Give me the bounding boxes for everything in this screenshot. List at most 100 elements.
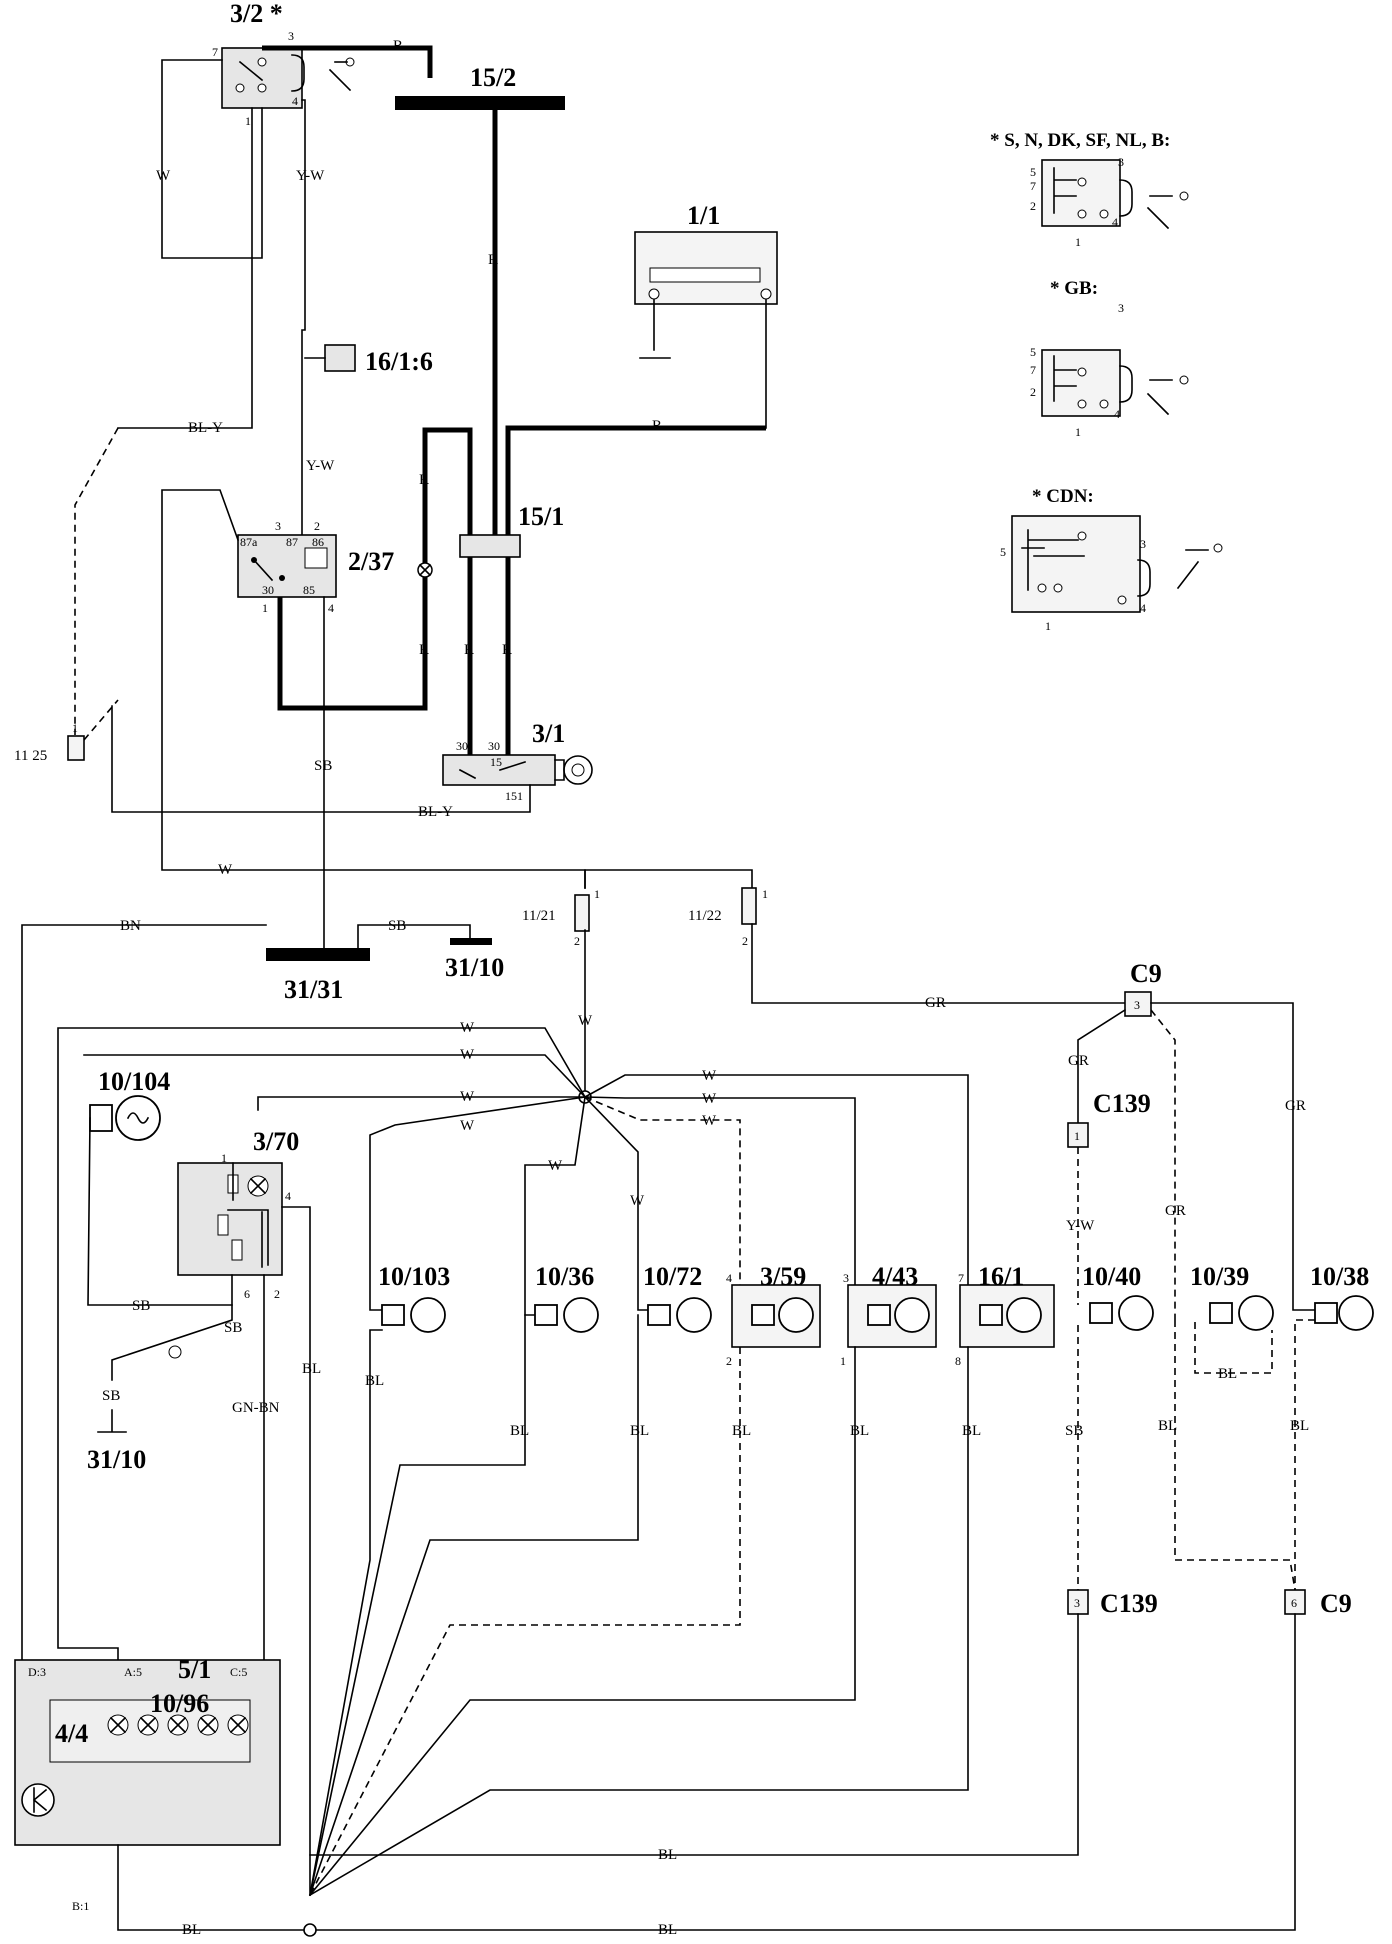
pin-label: 3 [1134, 998, 1140, 1012]
wire-bl-16-1 [308, 1346, 969, 1897]
wire-w-a [57, 1027, 587, 1661]
label-16-1-6: 16/1:6 [365, 347, 433, 376]
wire-bl-c9 [1174, 1320, 1296, 1591]
connector-11-21 [574, 894, 590, 932]
ground-31-10a [450, 938, 492, 945]
wire-w-3-2 [161, 59, 263, 259]
wire-label: W [630, 1193, 645, 1209]
wire-label: GR [1285, 1098, 1306, 1114]
wire-r [262, 45, 433, 78]
pin-label: 1 [262, 601, 268, 615]
wire-w-d [369, 1096, 586, 1311]
wire-label: BL [1158, 1418, 1177, 1434]
pin-label: 30 [456, 739, 468, 753]
pin-label: 6 [244, 1287, 250, 1301]
lamp-10-39 [1209, 1295, 1274, 1331]
pin-label: 5 [1000, 545, 1006, 559]
wire-bn [21, 924, 267, 1661]
wire-label: BL [510, 1423, 529, 1439]
connector-16-1-6 [324, 344, 356, 372]
wire-sb-gnd [357, 924, 471, 949]
wire-label: W [702, 1091, 717, 1107]
variant-label-2: * GB: [1050, 278, 1098, 299]
wire-bl-y-lower [111, 705, 531, 813]
wire-label: BL [1218, 1366, 1237, 1382]
wire-label: R [488, 252, 498, 268]
pin-label: 3 [1140, 537, 1146, 551]
pin-label: 85 [303, 583, 315, 597]
wire-bl-43 [308, 1346, 856, 1897]
wire-label: Y-W [1066, 1218, 1095, 1234]
wire-label: SB [1065, 1423, 1083, 1439]
wire-w-h [584, 1096, 856, 1291]
label-4-43: 4/43 [872, 1262, 918, 1291]
wire-label: GN-BN [232, 1400, 280, 1416]
connector-11-25 [67, 735, 85, 761]
wire-bl-39 [1194, 1322, 1273, 1374]
pin-label: 1 [1074, 1129, 1080, 1143]
wire-gr-c139 [1077, 1008, 1127, 1124]
headlight-switch-3-2 [221, 47, 355, 109]
variant-label-1: * S, N, DK, SF, NL, B: [990, 130, 1170, 151]
wire-gr-dashed [1150, 1009, 1176, 1320]
pin-label: 4 [1114, 407, 1120, 421]
ground-31-31 [266, 948, 370, 961]
wire-sb-3-70 [111, 1274, 233, 1381]
wire-label: SB [314, 758, 332, 774]
pin-label: 30 [488, 739, 500, 753]
wire-label: R [419, 642, 429, 658]
wire-label: BL [962, 1423, 981, 1439]
pin-label: 1 [221, 1151, 227, 1165]
wire-w-c [257, 1096, 586, 1111]
wire-label: W [460, 1118, 475, 1134]
pin-label: 1 [762, 887, 768, 901]
pin-label: 4 [726, 1271, 732, 1285]
label-31-10b: 31/10 [87, 1445, 146, 1474]
pin-label: B:1 [72, 1899, 89, 1913]
label-10-96: 10/96 [150, 1689, 209, 1718]
wire-label: R [464, 642, 474, 658]
pin-label: 1 [840, 1354, 846, 1368]
wire-sb-lamp [87, 1117, 233, 1306]
wire-label: BL [630, 1423, 649, 1439]
wire-label: W [548, 1158, 563, 1174]
wire-w-g [584, 1096, 741, 1290]
pin-label: 87a [240, 535, 258, 549]
label-15-1: 15/1 [518, 502, 564, 531]
pin-label: 87 [286, 535, 298, 549]
lamp-4-43 [847, 1284, 937, 1348]
pin-label: 15 [490, 755, 502, 769]
wire-label: GR [1068, 1053, 1089, 1069]
pin-label: 1 [1075, 425, 1081, 439]
label-4-4: 4/4 [55, 1719, 88, 1748]
label-3-2: 3/2 * [230, 0, 283, 28]
pin-label: 1 [1075, 235, 1081, 249]
ground-splice [303, 1923, 317, 1937]
wire-label: GR [925, 995, 946, 1011]
pin-label: 2 [1030, 385, 1036, 399]
pin-label: 5 [1030, 165, 1036, 179]
label-c9-bottom: C9 [1320, 1589, 1352, 1618]
wire-w-e [524, 1096, 586, 1316]
label-c139-bottom: C139 [1100, 1589, 1158, 1618]
wire-label: W [460, 1089, 475, 1105]
pin-label: 1 [245, 114, 251, 128]
wire-label: W [460, 1047, 475, 1063]
lamp-10-72 [647, 1297, 712, 1333]
pin-label: 7 [958, 1271, 964, 1285]
label-16-1: 16/1 [978, 1262, 1024, 1291]
pin-label: 3 [1074, 1596, 1080, 1610]
wire-label: SB [224, 1320, 242, 1336]
variant-switch-3 [1011, 515, 1223, 613]
wire-label: W [702, 1113, 717, 1129]
wire-label: BL [302, 1361, 321, 1377]
label-11-22: 11/22 [688, 908, 722, 924]
relay-2-37 [237, 534, 337, 598]
wire-label: W [156, 168, 171, 184]
switch-3-70 [177, 1162, 283, 1276]
pin-label: 7 [1030, 363, 1036, 377]
pin-label: 3 [843, 1271, 849, 1285]
wire-w-i [583, 1074, 969, 1291]
wire-label: BL [1290, 1418, 1309, 1434]
